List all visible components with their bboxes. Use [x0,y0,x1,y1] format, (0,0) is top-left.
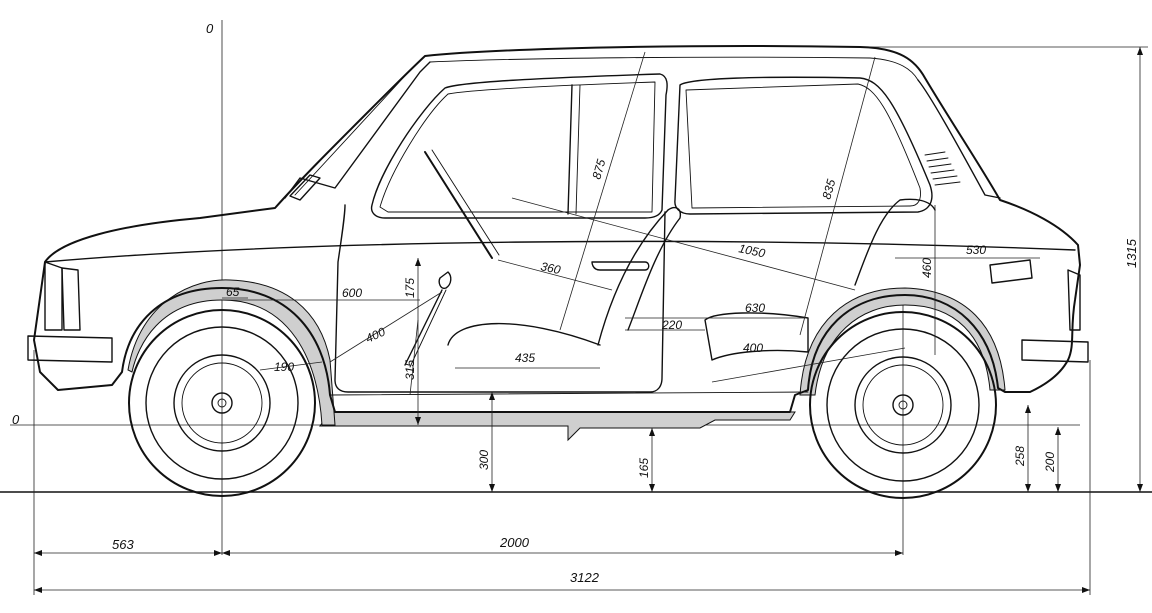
underbody-shade [319,411,796,442]
indicator [61,267,81,331]
wiper [289,174,321,201]
label-origin-x: 0 [206,21,214,36]
label-pedal-travel: 190 [274,360,294,374]
front-wheel-arch-shade [127,279,336,426]
dimension-lines [34,47,1141,591]
label-rear-seat-gap: 220 [661,318,682,332]
rear-pillar-trim [917,79,1001,199]
label-rear-headroom: 835 [819,177,838,200]
label-rear-knee-room: 630 [745,301,765,315]
front-window-divider-2 [575,84,581,215]
label-pedal-reach: 400 [363,324,387,345]
windshield [284,61,431,199]
label-overall-length: 3122 [570,570,600,585]
rear-window-inner [685,83,921,209]
front-window-inner [379,81,656,213]
front-window [370,73,668,219]
tail-light [1067,269,1081,331]
label-rear-axle-height: 258 [1013,446,1027,467]
label-wheelbase: 2000 [499,535,530,550]
windshield-inner [294,64,416,196]
front-bumper [27,335,113,363]
label-origin-y: 0 [12,412,20,427]
label-seat-to-wheel: 360 [539,259,562,277]
gear-lever-2 [409,289,447,368]
rear-wheel [809,311,997,499]
dimension-arrows [34,47,1143,593]
roof-inner-line [429,56,919,81]
label-seat-base: 315 [403,360,417,380]
rear-seat-cushion [704,312,809,361]
rear-seat-back [854,198,936,286]
label-front-to-rear-seat: 1050 [737,241,766,260]
front-seat-back [597,206,682,346]
steering-column [424,151,493,259]
label-rear-seat-height: 460 [920,258,934,278]
front-door [334,204,666,393]
gear-lever [404,271,452,366]
label-seat-length: 435 [515,351,535,365]
rear-wheel-arch-shade [799,287,1006,396]
label-rear-floor-height: 200 [1043,452,1057,473]
label-pedal-height: 175 [403,278,417,298]
front-seat-cushion [447,322,601,346]
label-front-overhang: 563 [112,537,134,552]
front-window-divider [567,84,573,215]
label-rear-cushion: 400 [743,341,763,355]
steering-column-2 [431,149,500,256]
label-pedal-offset: 65 [226,285,240,299]
label-overall-height: 1315 [1124,238,1139,268]
front-wheel [128,309,316,497]
rear-window [674,76,933,215]
body-outline [33,45,1081,413]
rear-bumper [1021,339,1089,363]
headlight [44,261,63,331]
fuel-cap [989,259,1033,284]
label-rear-seat-depth: 530 [966,243,986,257]
door-handle [591,261,650,271]
label-front-to-seat: 600 [342,286,362,300]
beltline [44,240,1076,263]
label-floor-height: 300 [477,450,491,470]
label-ground-clearance: 165 [637,458,651,478]
pillar-vents [924,151,961,186]
label-front-headroom: 875 [589,157,608,180]
